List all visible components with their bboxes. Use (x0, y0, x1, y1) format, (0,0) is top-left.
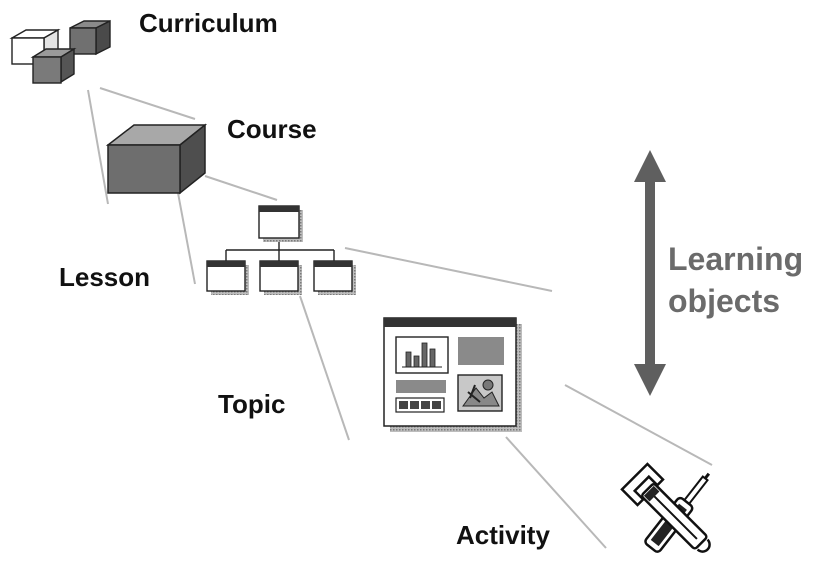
course-icon (105, 123, 208, 195)
topic-label: Topic (218, 389, 286, 419)
learning-objects-line-2: objects (668, 283, 781, 319)
curriculum-label: Curriculum (139, 8, 278, 38)
lesson-label: Lesson (59, 262, 151, 292)
connector-lines (87, 87, 713, 549)
course-label: Course (227, 114, 317, 144)
curriculum-icon (9, 19, 111, 84)
activity-icon (620, 462, 711, 553)
learning-objects-label: Learning objects (668, 238, 803, 322)
double-arrow-icon (634, 150, 666, 396)
lesson-icon (206, 205, 356, 295)
activity-label: Activity (456, 520, 550, 550)
topic-icon (383, 317, 522, 432)
learning-objects-line-1: Learning (668, 241, 804, 277)
